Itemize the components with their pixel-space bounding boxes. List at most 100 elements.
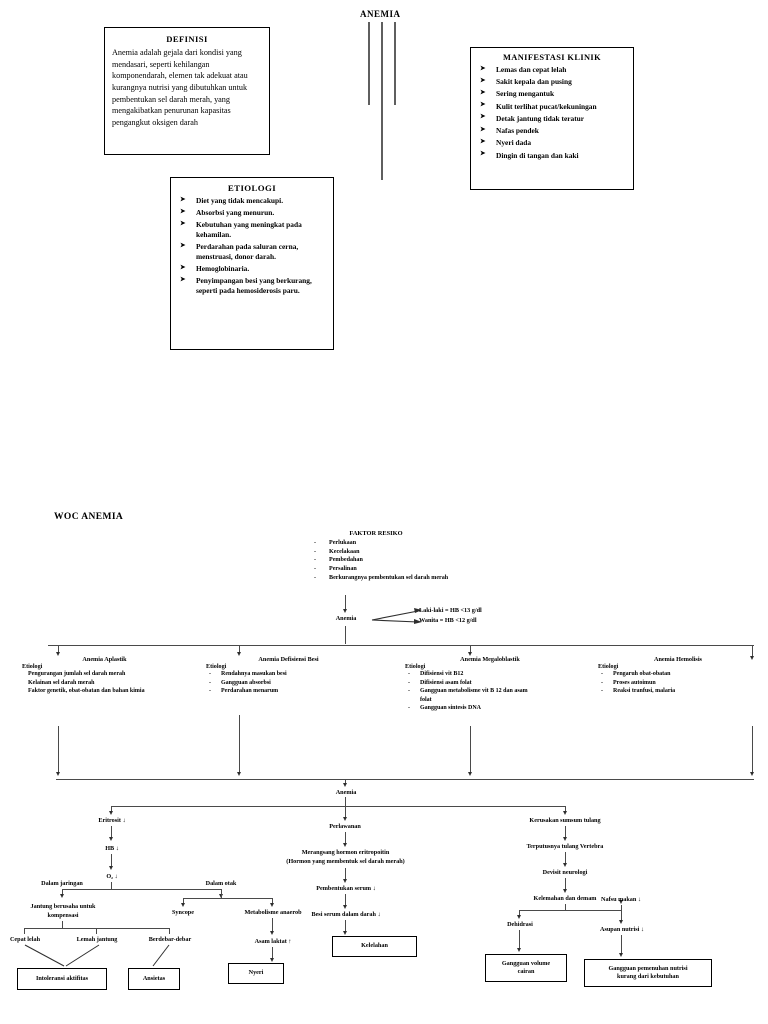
list-item: Perdarahan menarum [206, 687, 371, 696]
connector-anemia-to-types [345, 626, 347, 644]
brain-split-stem [221, 889, 223, 899]
faktor-resiko-list: Perlukaan Kecelakaan Pembedahan Persalin… [310, 539, 460, 582]
arrow-eritropoitin-serum [343, 879, 347, 883]
node-merangsang-eritropoitin: Merangsang hormon eritropoitin (Hormon y… [286, 849, 405, 865]
converge-icon [152, 944, 170, 967]
node-dalam-jaringan: Dalam jaringan [41, 880, 83, 887]
brain-drop-syncope [183, 898, 185, 904]
manifestasi-title: MANIFESTASI KLINIK [502, 53, 602, 62]
brain-split-bar [183, 898, 273, 900]
etiologi-label: Etiologi [598, 664, 619, 670]
list-item: Penyimpangan besi yang berkurang, sepert… [179, 276, 327, 295]
criteria-fan-icon [371, 608, 422, 624]
type-title: Anemia Defisiensi Besi [258, 656, 319, 663]
connector-vertebra-neurologi [565, 852, 567, 864]
arrow-asupan-gangguan [619, 953, 623, 957]
node-asam-laktat: Asam laktat ↑ [254, 938, 292, 945]
kelemahan-split-bar [519, 910, 622, 912]
type-drop-4 [752, 645, 754, 657]
list-item: Hemoglobinaria. [179, 264, 327, 274]
connector-kelemahan-split [565, 904, 567, 911]
anemia-hub-bar [56, 779, 754, 781]
arrow-eritrosit-hb [109, 837, 113, 841]
arrow-dehidrasi-cairan [517, 948, 521, 952]
type-drop-2 [239, 645, 241, 653]
list-item: Rendahnya masukan besi [206, 670, 371, 679]
arrow-branch-left [109, 811, 113, 815]
list-item: Dingin di tangan dan kaki [479, 150, 627, 161]
criteria-fan [370, 608, 430, 630]
ansietas-converge [150, 944, 172, 968]
arrow-anaerob-laktat [270, 931, 274, 935]
connector-perlawanan-eritropoitin [345, 832, 347, 844]
intoleransi-converge [22, 944, 102, 968]
connector-kompensasi-symptoms [62, 921, 64, 929]
converge-icon [24, 944, 100, 967]
hub-drop [345, 779, 347, 784]
tissue-symptom-drop-2 [96, 928, 98, 934]
node-syncope: Syncope [171, 909, 194, 916]
connector-nafsu-asupan [621, 905, 623, 921]
converge-line-1 [58, 726, 60, 773]
arrow-sumsum-vertebra [563, 837, 567, 841]
list-item: Lemas dan cepat lelah [479, 65, 627, 75]
converge-line-2 [239, 715, 241, 773]
type-block-megaloblastik: Anemia Megaloblastik Etiologi Difisiensi… [405, 656, 575, 713]
woc-section-title: WOC ANEMIA [54, 512, 124, 522]
hub-split-stem [345, 797, 347, 807]
arrow-type-aplastik [56, 652, 60, 656]
node-cepat-lelah: Cepat lelah [9, 936, 41, 943]
node-besi-serum-darah: Besi serum dalam darah ↓ [311, 911, 381, 918]
arrow-syncope [181, 903, 185, 907]
list-item: Gangguan absorbsi [206, 679, 371, 688]
type-drop-3 [470, 645, 472, 653]
type-drop-1 [58, 645, 60, 653]
converge-arrow-2 [237, 772, 241, 776]
page-title: ANEMIA [360, 9, 401, 19]
list-item: Reaksi tranfusi, malaria [598, 687, 758, 696]
connector-hb-o2 [111, 854, 113, 867]
type-etiologi-list: Pengurangan jumlah sel darah merah Kelai… [22, 670, 187, 696]
arrow-faktor-to-anemia [343, 609, 347, 613]
node-kerusakan-sumsum-tulang: Kerusakan sumsum tulang [529, 817, 601, 824]
node-dalam-otak: Dalam otak [205, 880, 237, 887]
connector-asupan-gangguan [621, 935, 623, 954]
list-item: Faktor genetik, obat-obatan dan bahan ki… [28, 688, 145, 695]
type-etiologi-list: Difisiensi vit B12 Difisiensi asam folat… [405, 670, 575, 713]
definisi-body: Anemia adalah gejala dari kondisi yang m… [112, 48, 248, 128]
manifestasi-klinik-panel: MANIFESTASI KLINIK Lemas dan cepat lelah… [470, 47, 634, 190]
connector-o2-split [111, 882, 113, 890]
connector-besi-kelelahan [345, 920, 347, 932]
arrow-neurologi-kelemahan [563, 889, 567, 893]
connector-dehidrasi-cairan [519, 930, 521, 949]
list-item: Proses autoimun [598, 679, 758, 688]
manifestasi-list: Lemas dan cepat lelah Sakit kepala dan p… [477, 65, 627, 160]
connector-sumsum-vertebra [565, 826, 567, 838]
type-block-aplastik: Anemia Aplastik Etiologi Pengurangan jum… [22, 656, 187, 696]
outcome-nyeri: Nyeri [228, 963, 284, 984]
list-item: Sering mengantuk [479, 89, 627, 99]
converge-arrow-1 [56, 772, 60, 776]
arrow-metabolisme-anaerob [270, 903, 274, 907]
list-item: Nafas pendek [479, 126, 627, 136]
list-item: Difisiensi vit B12 [405, 670, 575, 679]
outcome-gangguan-pemenuhan-nutrisi: Gangguan pemenuhan nutrisi kurang dari k… [584, 959, 712, 987]
arrow-branch-middle [343, 817, 347, 821]
list-item: Kelainan sel darah merah [28, 679, 95, 686]
definisi-panel: DEFINISI Anemia adalah gejala dari kondi… [104, 27, 270, 155]
arrow-hb-o2 [109, 866, 113, 870]
list-item: Sakit kepala dan pusing [479, 77, 627, 87]
list-item: Perdarahan pada saluran cerna, menstruas… [179, 242, 327, 261]
etiologi-label: Etiologi [206, 664, 227, 670]
node-anemia-main: Anemia [335, 615, 357, 622]
converge-line-3 [470, 726, 472, 773]
connector-serum-besi [345, 894, 347, 906]
node-metabolisme-anaerob: Metabolisme anaerob [244, 909, 302, 916]
node-o2: O₂ ↓ [106, 873, 118, 880]
etiologi-list: Diet yang tidak mencakupi. Absorbsi yang… [177, 196, 327, 296]
etiologi-label: Etiologi [405, 664, 426, 670]
type-title: Anemia Megaloblastik [460, 656, 520, 663]
type-etiologi-list: Pengaruh obat-obatan Proses autoimun Rea… [598, 670, 758, 696]
type-title: Anemia Aplastik [82, 656, 127, 663]
